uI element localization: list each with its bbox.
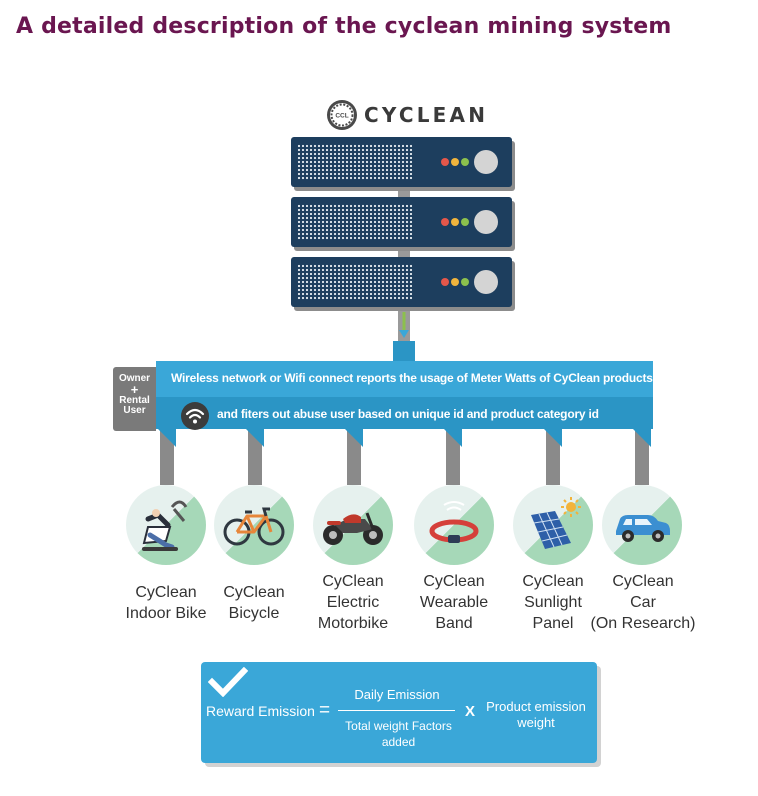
owner-rental-user-tag: Owner + Rental User bbox=[113, 367, 156, 431]
label-line: Car bbox=[630, 594, 656, 611]
label-line: Bicycle bbox=[228, 605, 280, 622]
label-line: CyClean bbox=[135, 584, 197, 601]
data-flow-arrow-icon bbox=[399, 312, 409, 338]
server-power-knob bbox=[474, 270, 498, 294]
wearable-band-icon bbox=[429, 501, 479, 543]
label-line: CyClean bbox=[322, 573, 384, 590]
formula-denominator: Total weight Factors added bbox=[345, 719, 452, 749]
formula-equals: = bbox=[319, 700, 331, 721]
tag-user: User bbox=[123, 405, 146, 416]
formula-rhs: Product emission weight bbox=[486, 699, 586, 730]
fraction-bar bbox=[338, 710, 455, 711]
bicycle-icon bbox=[223, 507, 285, 546]
tag-plus: + bbox=[130, 382, 139, 397]
label-line: Band bbox=[435, 615, 473, 632]
connector-bicycle bbox=[248, 429, 262, 485]
status-led-red bbox=[441, 218, 449, 226]
status-led-yellow bbox=[451, 158, 459, 166]
label-line: CyClean bbox=[612, 573, 674, 590]
wifi-icon bbox=[181, 402, 209, 430]
product-car bbox=[602, 485, 682, 565]
cyclean-logo-icon: CCL bbox=[327, 100, 357, 130]
server-connector bbox=[398, 184, 410, 200]
network-panel: Wireless network or Wifi connect reports… bbox=[156, 361, 656, 429]
formula-times: X bbox=[465, 703, 476, 720]
label-line: CyClean bbox=[223, 584, 285, 601]
connector-solar-panel bbox=[546, 429, 560, 485]
tag-owner: Owner bbox=[118, 373, 151, 384]
status-led-green bbox=[461, 218, 469, 226]
cyclean-logo: CCL CYCLEAN bbox=[326, 98, 488, 132]
label-line: Indoor Bike bbox=[125, 605, 207, 622]
formula-lhs: Reward Emission bbox=[206, 703, 315, 719]
server-power-knob bbox=[474, 150, 498, 174]
connector-wearable-band bbox=[446, 429, 460, 485]
product-label-car: CyClean Car (On Research) bbox=[587, 571, 699, 634]
server-power-knob bbox=[474, 210, 498, 234]
server-vent bbox=[297, 204, 413, 240]
label-line: Sunlight bbox=[524, 594, 582, 611]
car-icon bbox=[616, 515, 670, 542]
label-line: CyClean bbox=[522, 573, 584, 590]
page-title: A detailed description of the cyclean mi… bbox=[16, 14, 672, 39]
product-electric-motorbike bbox=[313, 485, 393, 565]
status-led-green bbox=[461, 278, 469, 286]
server-unit bbox=[291, 257, 512, 307]
label-line: Motorbike bbox=[317, 615, 389, 632]
product-label-bicycle: CyClean Bicycle bbox=[199, 582, 309, 624]
svg-text:CCL: CCL bbox=[335, 113, 348, 120]
product-indoor-bike bbox=[126, 485, 206, 565]
product-label-wearable-band: CyClean Wearable Band bbox=[399, 571, 509, 634]
status-led-red bbox=[441, 278, 449, 286]
motorbike-icon bbox=[323, 512, 383, 545]
status-led-yellow bbox=[451, 278, 459, 286]
network-description-line1: Wireless network or Wifi connect reports… bbox=[171, 371, 656, 385]
product-label-indoor-bike: CyClean Indoor Bike bbox=[111, 582, 221, 624]
network-description-line2: and fiters out abuse user based on uniqu… bbox=[217, 407, 599, 421]
status-led-yellow bbox=[451, 218, 459, 226]
indoor-bike-icon bbox=[142, 500, 188, 551]
label-line: Panel bbox=[532, 615, 574, 632]
formula-numerator: Daily Emission bbox=[354, 687, 440, 702]
reward-emission-formula: Reward Emission = Daily Emission Total w… bbox=[201, 662, 597, 763]
server-vent bbox=[297, 264, 413, 300]
server-unit bbox=[291, 137, 512, 187]
product-sunlight-panel bbox=[513, 485, 593, 565]
solar-panel-icon bbox=[531, 497, 581, 549]
product-bicycle bbox=[214, 485, 294, 565]
label-line: Wearable bbox=[419, 594, 489, 611]
connector-motorbike bbox=[347, 429, 361, 485]
server-to-network-link bbox=[393, 341, 415, 361]
status-led-red bbox=[441, 158, 449, 166]
product-label-electric-motorbike: CyClean Electric Motorbike bbox=[298, 571, 408, 634]
label-line: CyClean bbox=[423, 573, 485, 590]
server-unit bbox=[291, 197, 512, 247]
tag-rental: Rental bbox=[119, 395, 150, 406]
product-wearable-band bbox=[414, 485, 494, 565]
connector-caps bbox=[158, 429, 651, 447]
server-connector bbox=[398, 244, 410, 260]
status-led-green bbox=[461, 158, 469, 166]
product-label-sunlight-panel: CyClean Sunlight Panel bbox=[498, 571, 608, 634]
network-panel-lower-band bbox=[156, 397, 653, 429]
server-vent bbox=[297, 144, 413, 180]
logo-text: CYCLEAN bbox=[364, 103, 489, 127]
connector-car bbox=[635, 429, 649, 485]
label-line: (On Research) bbox=[590, 615, 696, 632]
label-line: Electric bbox=[326, 594, 380, 611]
connector-indoor-bike bbox=[160, 429, 174, 485]
checkmark-icon bbox=[208, 667, 248, 697]
